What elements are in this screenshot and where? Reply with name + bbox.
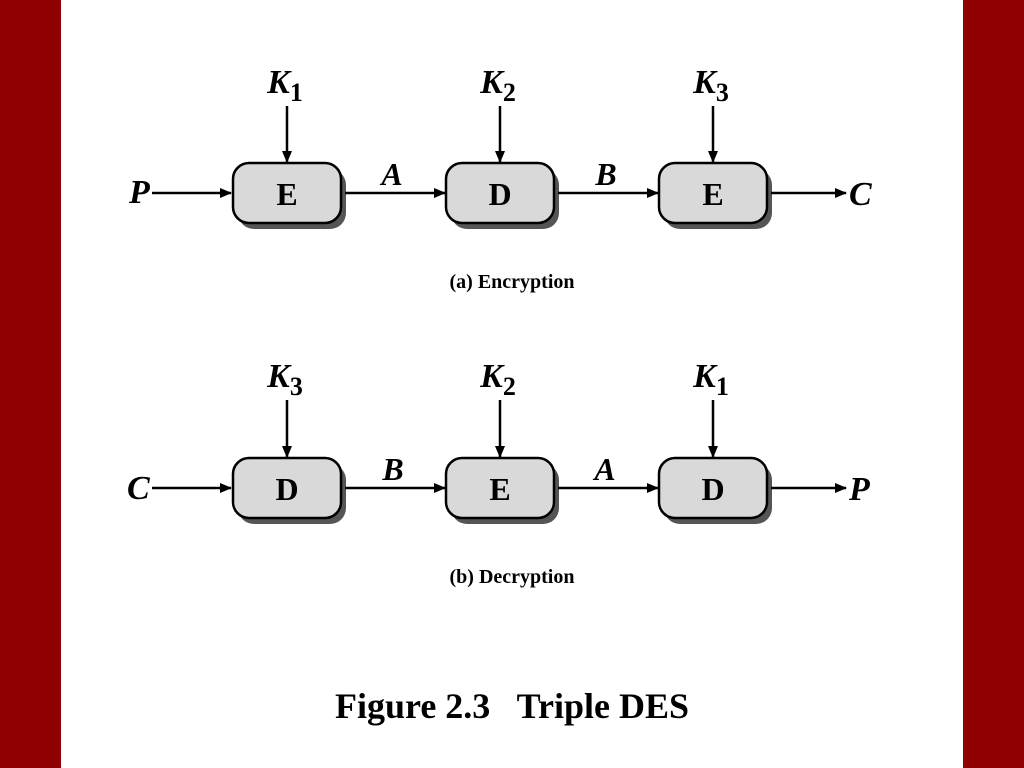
enc-block-3: E (657, 161, 772, 229)
dec-block-1-op: D (275, 471, 298, 507)
dec-input-label: C (127, 470, 150, 507)
dec-key-3-label: K1 (692, 358, 729, 401)
encryption-diagram: K1 K2 K3 P E D E (128, 64, 872, 293)
decryption-diagram: K3 K2 K1 C D E D (127, 358, 870, 588)
enc-block-3-op: E (702, 176, 723, 212)
triple-des-diagram: K1 K2 K3 P E D E (127, 64, 872, 726)
enc-output-label: C (849, 176, 872, 213)
dec-block-2-op: E (489, 471, 510, 507)
enc-block-2: D (444, 161, 559, 229)
dec-block-2: E (444, 456, 559, 524)
dec-key-2-label: K2 (479, 358, 516, 401)
enc-block-2-op: D (488, 176, 511, 212)
dec-block-3: D (657, 456, 772, 524)
enc-link-a-label: A (379, 156, 402, 192)
enc-link-b-label: B (594, 156, 616, 192)
dec-caption: (b) Decryption (450, 566, 575, 588)
enc-input-label: P (128, 174, 150, 211)
enc-block-1-op: E (276, 176, 297, 212)
enc-block-1: E (231, 161, 346, 229)
dec-block-1: D (231, 456, 346, 524)
enc-key-3-label: K3 (692, 64, 729, 107)
enc-caption: (a) Encryption (450, 271, 575, 293)
dec-link-a-label: A (592, 451, 615, 487)
enc-key-1-label: K1 (266, 64, 303, 107)
enc-key-2-label: K2 (479, 64, 516, 107)
slide: K1 K2 K3 P E D E (61, 0, 963, 768)
dec-key-1-label: K3 (266, 358, 303, 401)
dec-link-b-label: B (381, 451, 403, 487)
dec-block-3-op: D (701, 471, 724, 507)
figure-title: Figure 2.3 Triple DES (335, 686, 689, 726)
dec-output-label: P (848, 471, 870, 508)
